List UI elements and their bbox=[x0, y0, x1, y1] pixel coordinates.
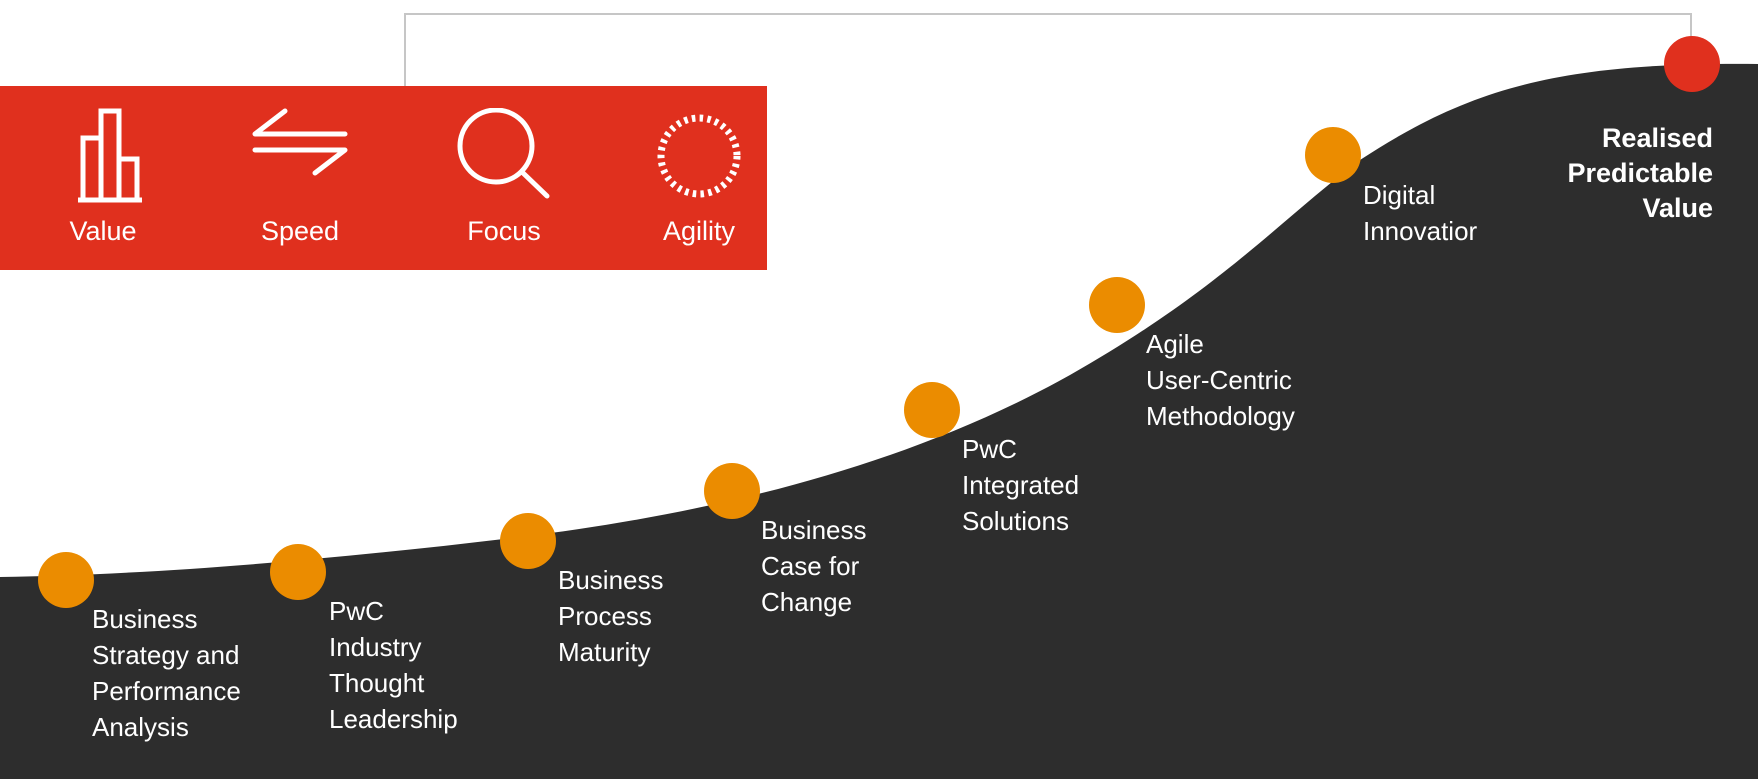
pillar-value: Value bbox=[18, 86, 188, 270]
stage-label-2: PwC Industry Thought Leadership bbox=[329, 596, 458, 734]
stage-label-3: Business Process Maturity bbox=[558, 565, 664, 667]
goal-label: Realised Predictable Value bbox=[1567, 123, 1713, 223]
stage-label-5: PwC Integrated Solutions bbox=[962, 434, 1080, 536]
bracket-right-line bbox=[1690, 13, 1692, 41]
milestone-dot-2 bbox=[270, 544, 326, 600]
pillar-label: Value bbox=[69, 216, 137, 246]
stage-label-4: Business Case for Change bbox=[761, 515, 867, 617]
pillar-agility: Agility bbox=[614, 86, 784, 270]
magnifier-icon bbox=[457, 108, 550, 199]
pillar-label: Focus bbox=[467, 216, 541, 246]
stage-label-1: Business Strategy and Performance Analys… bbox=[92, 604, 241, 742]
dashed-circle-icon bbox=[657, 114, 741, 198]
bracket-left-line bbox=[404, 13, 406, 87]
milestone-dot-5 bbox=[904, 382, 960, 438]
milestone-dot-4 bbox=[704, 463, 760, 519]
stage-label-6: Agile User-Centric Methodology bbox=[1146, 329, 1295, 431]
stage-label-7: Digital Innovatior bbox=[1363, 180, 1478, 246]
dark-hill-area bbox=[0, 63, 1758, 779]
pillar-speed: Speed bbox=[215, 86, 385, 270]
pillar-focus: Focus bbox=[419, 86, 589, 270]
bracket-top-line bbox=[404, 13, 1692, 15]
pillar-label: Speed bbox=[260, 216, 340, 246]
swap-arrows-icon bbox=[252, 108, 348, 176]
pillar-label: Agility bbox=[662, 216, 736, 246]
milestone-dot-3 bbox=[500, 513, 556, 569]
milestone-dot-7 bbox=[1305, 127, 1361, 183]
milestone-dot-1 bbox=[38, 552, 94, 608]
milestone-dot-6 bbox=[1089, 277, 1145, 333]
goal-dot bbox=[1664, 36, 1720, 92]
bar-chart-icon bbox=[78, 108, 142, 203]
pillars-band: Value Speed Focus Agi bbox=[0, 86, 767, 270]
